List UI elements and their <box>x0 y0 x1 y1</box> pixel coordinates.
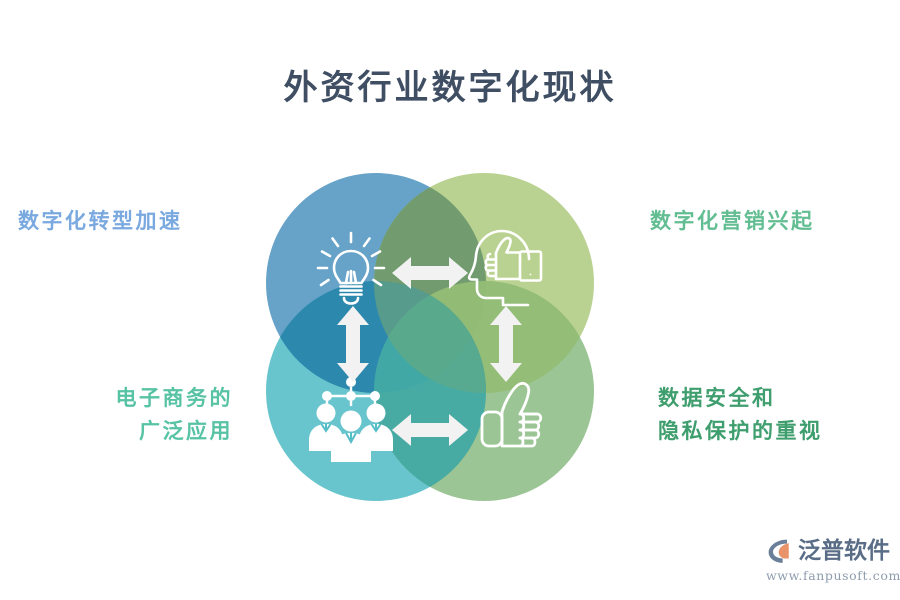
fanpu-logo-mark-icon <box>768 539 789 563</box>
arrow-left-right-icon-top <box>392 257 468 289</box>
brand-logo-row: 泛普软件 <box>766 536 890 566</box>
arrow-up-down-icon-left <box>337 306 369 382</box>
brand-logo: 泛普软件 www.fanpusoft.com <box>766 536 900 586</box>
brand-url: www.fanpusoft.com <box>766 568 900 583</box>
label-data-security: 数据安全和 隐私保护的重视 <box>658 386 823 443</box>
page-title: 外资行业数字化现状 <box>283 68 617 108</box>
venn-svg <box>266 173 594 501</box>
brand-name: 泛普软件 <box>798 537 890 564</box>
label-ecommerce: 电子商务的 广泛应用 <box>115 386 233 443</box>
arrow-up-down-icon-right <box>490 306 522 382</box>
arrow-left-right-icon-bottom <box>392 414 468 446</box>
label-digital-marketing: 数字化营销兴起 <box>650 209 815 233</box>
venn-diagram <box>243 150 617 524</box>
label-digital-transformation: 数字化转型加速 <box>18 209 183 233</box>
